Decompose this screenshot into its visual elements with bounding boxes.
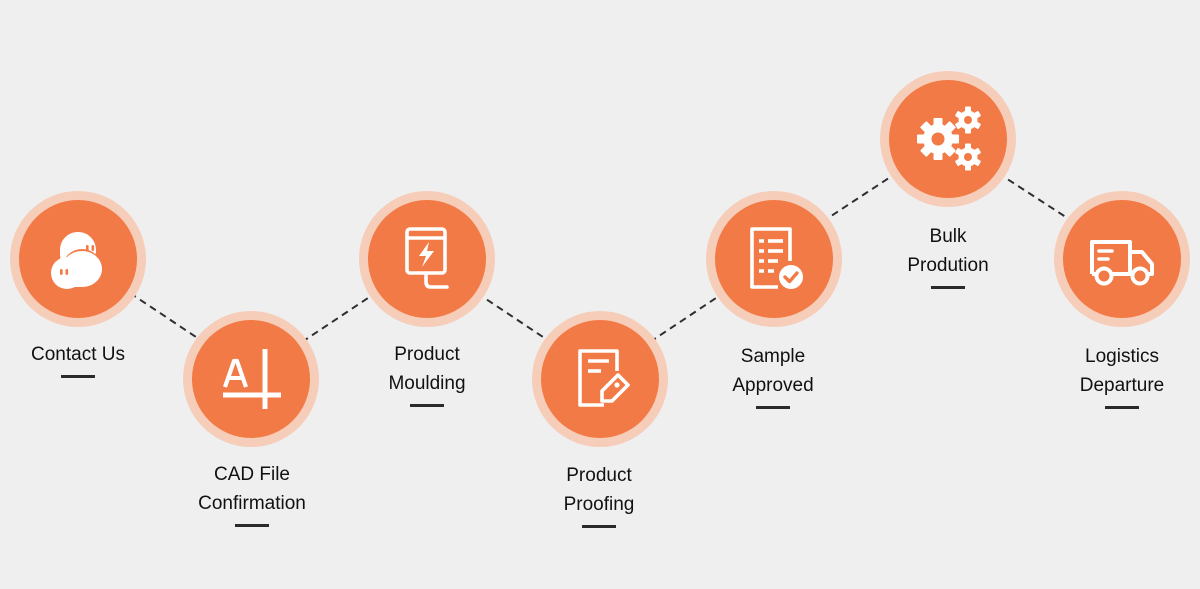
delivery-truck-icon xyxy=(1090,240,1154,286)
step-label-line: Bulk xyxy=(929,226,967,247)
step-label-line: Departure xyxy=(1079,375,1165,396)
cad-drafting-icon xyxy=(223,349,281,409)
step-cad-file-underline xyxy=(235,524,269,527)
step-product-moulding-circle xyxy=(359,191,495,327)
chat-bubbles-icon xyxy=(51,232,102,289)
step-contact-us-underline xyxy=(61,375,95,378)
step-circle-fill xyxy=(715,200,833,318)
step-label-line: Product xyxy=(394,344,460,365)
step-product-proofing-circle xyxy=(532,311,668,447)
step-logistics-departure-label: Logistics Departure xyxy=(1037,342,1200,400)
step-circle-fill xyxy=(19,200,137,318)
step-circle-fill xyxy=(1063,200,1181,318)
connector-cad-to-moulding xyxy=(301,291,378,343)
step-label-line: Moulding xyxy=(388,373,466,394)
step-contact-us-circle xyxy=(10,191,146,327)
mould-machine-icon xyxy=(405,227,449,289)
approved-checklist-icon xyxy=(750,227,803,289)
gears-icon xyxy=(917,106,981,171)
step-label-line: Confirmation xyxy=(198,493,306,514)
step-product-proofing-underline xyxy=(582,525,616,528)
step-label-line: Product xyxy=(566,465,632,486)
step-label-line: Prodution xyxy=(907,255,989,276)
step-logistics-departure-underline xyxy=(1105,406,1139,409)
step-label-line: Logistics xyxy=(1085,346,1159,367)
step-label-line: Approved xyxy=(732,375,814,396)
step-circle-fill xyxy=(541,320,659,438)
step-product-moulding-label: Product Moulding xyxy=(342,340,512,398)
step-bulk-production-underline xyxy=(931,286,965,289)
step-label-line: Contact Us xyxy=(31,344,125,365)
step-circle-fill xyxy=(192,320,310,438)
step-cad-file-circle xyxy=(183,311,319,447)
connector-contact-to-cad xyxy=(129,292,206,344)
step-bulk-production-circle xyxy=(880,71,1016,207)
step-bulk-production-label: Bulk Prodution xyxy=(863,222,1033,280)
step-sample-approved-circle xyxy=(706,191,842,327)
connector-bulk-to-logistics xyxy=(997,172,1073,222)
connector-moulding-to-proofing xyxy=(476,292,553,344)
step-label-line: CAD File xyxy=(213,464,290,485)
connector-sample-to-bulk xyxy=(821,171,899,223)
step-circle-fill xyxy=(889,80,1007,198)
step-label-line: Proofing xyxy=(563,494,635,515)
step-circle-fill xyxy=(368,200,486,318)
step-contact-us-label: Contact Us xyxy=(0,340,163,369)
step-logistics-departure-circle xyxy=(1054,191,1190,327)
step-cad-file-label: CAD File Confirmation xyxy=(167,460,337,518)
step-product-moulding-underline xyxy=(410,404,444,407)
step-label-line: Sample xyxy=(740,346,806,367)
proof-document-icon xyxy=(578,349,630,407)
step-sample-approved-underline xyxy=(756,406,790,409)
step-product-proofing-label: Product Proofing xyxy=(514,461,684,519)
step-sample-approved-label: Sample Approved xyxy=(688,342,858,400)
connector-proofing-to-sample xyxy=(649,291,726,343)
